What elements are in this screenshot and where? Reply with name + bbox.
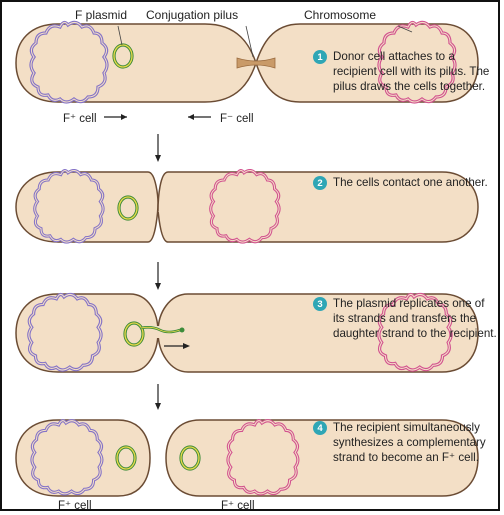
step-text-3: The plasmid replicates one of its strand… [333,296,498,341]
step-badge-1: 1 [313,50,327,64]
chromosome-label: Chromosome [304,8,376,22]
recipient-cell-label: F⁻ cell [220,113,254,125]
donor-cell-label: F⁺ cell [58,500,92,512]
step-text-4: The recipient simultaneously synthesizes… [333,420,498,465]
step-1: 1 Donor cell attaches to a recipient cel… [313,49,498,94]
right-arrowhead [121,114,127,120]
down-arrowhead-3 [155,403,161,410]
step-badge-3: 3 [313,297,327,311]
step-badge-2: 2 [313,176,327,190]
step-3: 3 The plasmid replicates one of its stra… [313,296,498,341]
donor-cell-label: F⁺ cell [63,113,97,125]
f-plasmid-label: F plasmid [75,8,127,22]
left-arrowhead [188,114,194,120]
donor-cell [16,420,150,496]
new-donor-cell-label: F⁺ cell [221,500,255,512]
pilus-label: Conjugation pilus [146,8,238,22]
donor-cell [16,24,256,102]
strand-tip [180,328,185,333]
step-badge-4: 4 [313,421,327,435]
step-4: 4 The recipient simultaneously synthesiz… [313,420,498,465]
step-text-2: The cells contact one another. [333,175,488,190]
step-2: 2 The cells contact one another. [313,175,498,190]
conjugation-pilus [237,58,275,68]
step-text-1: Donor cell attaches to a recipient cell … [333,49,498,94]
down-arrowhead-2 [155,283,161,290]
down-arrowhead-1 [155,155,161,162]
